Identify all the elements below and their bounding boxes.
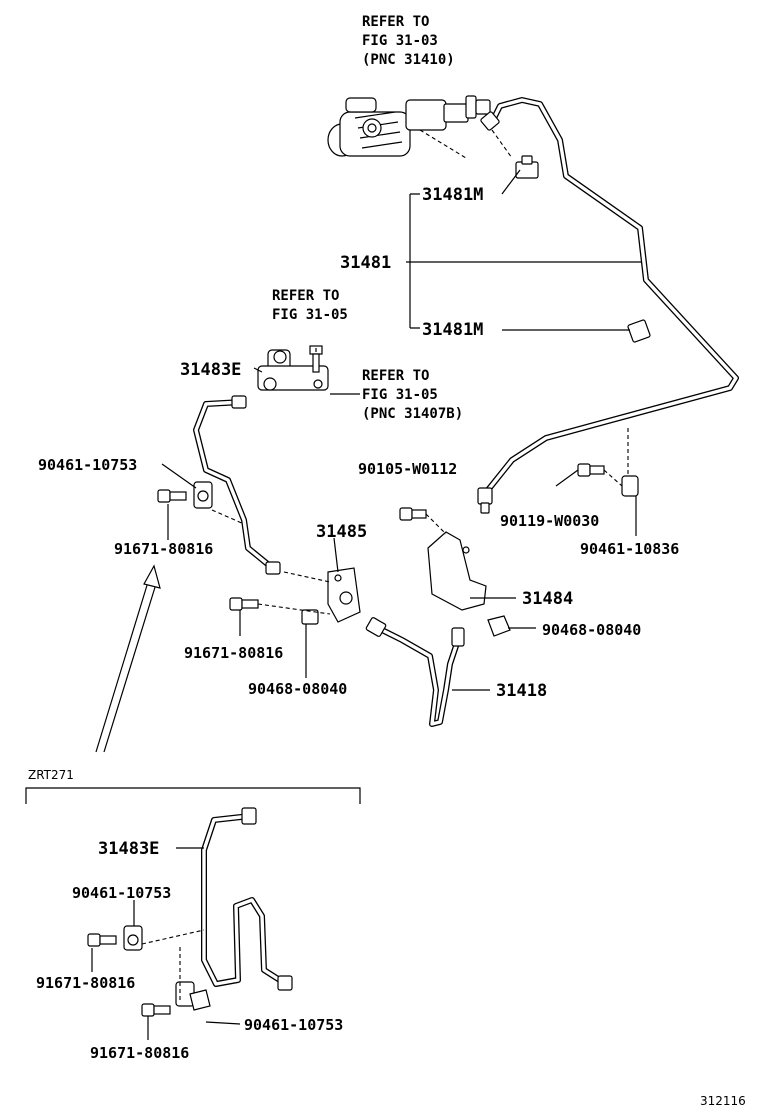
bracket-31485 <box>327 567 361 623</box>
refer-note-fig31-03: REFER TO FIG 31-03 (PNC 31410) <box>362 14 455 68</box>
bolt-90105-w0112 <box>399 507 427 521</box>
inset-bolt-91671-80816-a <box>87 933 117 947</box>
inset-part-label-91671-80816-a: 91671-80816 <box>36 974 135 992</box>
inset-reference-arrow <box>95 564 161 753</box>
clip-90468-08040-a <box>487 615 511 637</box>
refer-note-line: REFER TO <box>272 288 339 304</box>
inset-part-label-91671-80816-b: 91671-80816 <box>90 1044 189 1062</box>
bolt-90119-w0030 <box>577 463 605 477</box>
figure-code: 312116 <box>700 1094 746 1108</box>
inset-zrt271: ZRT271 31483E 9046 <box>25 768 361 1062</box>
clutch-master-cylinder <box>327 95 491 157</box>
clutch-pipe-31481 <box>477 97 739 514</box>
part-label-90468-08040-a: 90468-08040 <box>542 621 641 639</box>
part-label-31481m-lower: 31481M <box>422 320 483 340</box>
inset-clip-90461-10753-b <box>175 981 211 1011</box>
part-label-91671-80816-a: 91671-80816 <box>114 540 213 558</box>
release-cylinder-bracket <box>257 345 329 391</box>
flexible-hose-31483e <box>193 395 281 575</box>
pipe-clamp-31481m-lower <box>627 319 651 343</box>
part-label-90119-w0030: 90119-W0030 <box>500 512 599 530</box>
part-label-90461-10836: 90461-10836 <box>580 540 679 558</box>
inset-part-label-90461-10753-b: 90461-10753 <box>244 1016 343 1034</box>
refer-note-line: REFER TO <box>362 368 429 384</box>
inset-title: ZRT271 <box>28 768 74 782</box>
flexible-hose-31418 <box>365 617 465 727</box>
bolt-91671-80816-b <box>229 597 259 611</box>
clip-90468-08040-b <box>301 609 319 625</box>
bracket-31484 <box>427 531 487 611</box>
part-label-31418: 31418 <box>496 681 547 701</box>
clip-90461-10836 <box>621 475 639 497</box>
inset-bolt-91671-80816-b <box>141 1003 171 1017</box>
pipe-clamp-31481m-upper <box>515 155 539 179</box>
inset-clip-90461-10753-a <box>123 925 143 951</box>
refer-note-fig31-05: REFER TO FIG 31-05 <box>272 288 348 323</box>
bolt-91671-80816-a <box>157 489 187 503</box>
refer-note-fig31-05-pnc: REFER TO FIG 31-05 (PNC 31407B) <box>362 368 463 422</box>
part-label-91671-80816-b: 91671-80816 <box>184 644 283 662</box>
hose-clip-90461-10753 <box>193 481 213 509</box>
part-label-31481: 31481 <box>340 253 391 273</box>
part-label-31485: 31485 <box>316 522 367 542</box>
inset-hose-31483e <box>201 807 293 991</box>
refer-note-line: (PNC 31410) <box>362 52 455 68</box>
refer-note-line: FIG 31-05 <box>362 387 438 403</box>
part-label-31484: 31484 <box>522 589 573 609</box>
part-label-90461-10753: 90461-10753 <box>38 456 137 474</box>
refer-note-line: FIG 31-05 <box>272 307 348 323</box>
part-label-90468-08040-b: 90468-08040 <box>248 680 347 698</box>
refer-note-line: FIG 31-03 <box>362 33 438 49</box>
part-label-90105-w0112: 90105-W0112 <box>358 460 457 478</box>
leader-lines <box>161 169 642 691</box>
part-label-31483e: 31483E <box>180 360 241 380</box>
inset-part-label-90461-10753-a: 90461-10753 <box>72 884 171 902</box>
inset-part-label-31483e: 31483E <box>98 839 159 859</box>
refer-note-line: REFER TO <box>362 14 429 30</box>
part-label-31481m-upper: 31481M <box>422 185 483 205</box>
refer-note-line: (PNC 31407B) <box>362 406 463 422</box>
